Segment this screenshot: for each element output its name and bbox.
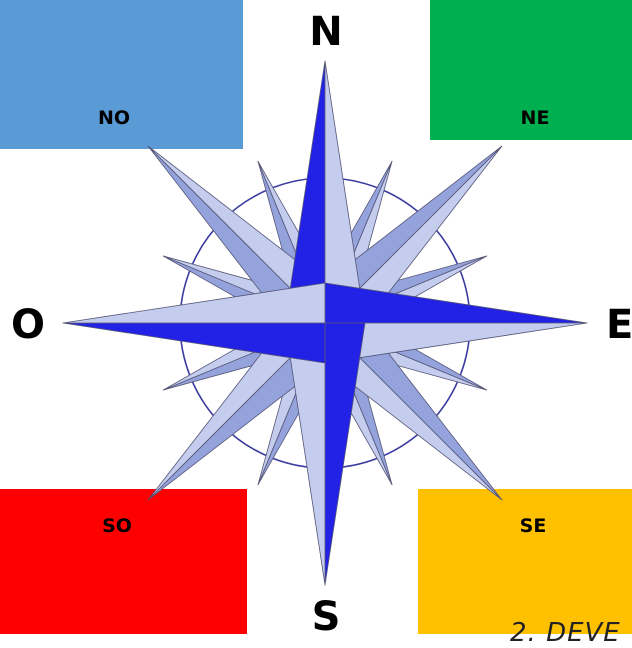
label-southeast: SE (520, 515, 547, 537)
east-point-left (325, 283, 587, 323)
label-west: O (11, 302, 45, 348)
south-point-left (325, 323, 365, 585)
west-point-right (63, 283, 325, 323)
compass-cardinal-points (63, 61, 587, 585)
label-northeast: NE (521, 107, 550, 129)
label-south: S (312, 594, 341, 634)
label-east: E (606, 302, 632, 348)
label-north: N (309, 9, 342, 55)
west-point-left (63, 323, 325, 363)
compass-rose: N S E O NO NE SO SE (0, 0, 632, 634)
clipped-caption: 2. DEVE (510, 618, 621, 648)
label-southwest: SO (102, 515, 132, 537)
label-northwest: NO (98, 107, 130, 129)
